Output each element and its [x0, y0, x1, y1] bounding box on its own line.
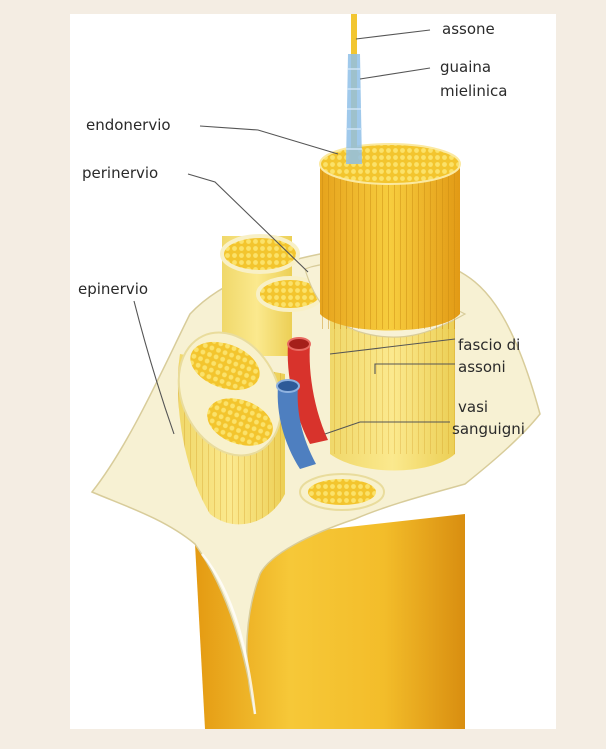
fascicle-small-axons — [308, 479, 376, 505]
diagram-panel: assone guaina mielinica endonervio perin… — [70, 14, 556, 729]
sheath-fold — [201, 553, 257, 715]
artery-lumen — [287, 337, 311, 351]
label-guaina-mielinica-line1: guaina — [440, 58, 491, 76]
artery — [287, 344, 328, 444]
leader-lines — [133, 29, 456, 435]
fascicle-left-axons-a — [190, 341, 260, 391]
label-endonervio: endonervio — [86, 116, 171, 134]
fascicle-back-top — [220, 234, 300, 274]
vein-lumen — [276, 379, 300, 393]
label-epinervio: epinervio — [78, 280, 148, 298]
label-guaina-mielinica-line2: mielinica — [440, 82, 507, 100]
label-perinervio: perinervio — [82, 164, 158, 182]
label-fascio-di-assoni-line2: assoni — [458, 358, 506, 376]
vein — [277, 386, 316, 469]
label-assone: assone — [442, 20, 495, 38]
label-vasi-sanguigni-line2: sanguigni — [452, 420, 525, 438]
nerve-anatomy-diagram: assone guaina mielinica endonervio perin… — [78, 14, 541, 729]
label-vasi-sanguigni-line1: vasi — [458, 398, 488, 416]
fascicle-left-axons-b — [207, 398, 273, 446]
axon-bundle-top — [319, 143, 461, 185]
label-fascio-di-assoni-line1: fascio di — [458, 336, 520, 354]
